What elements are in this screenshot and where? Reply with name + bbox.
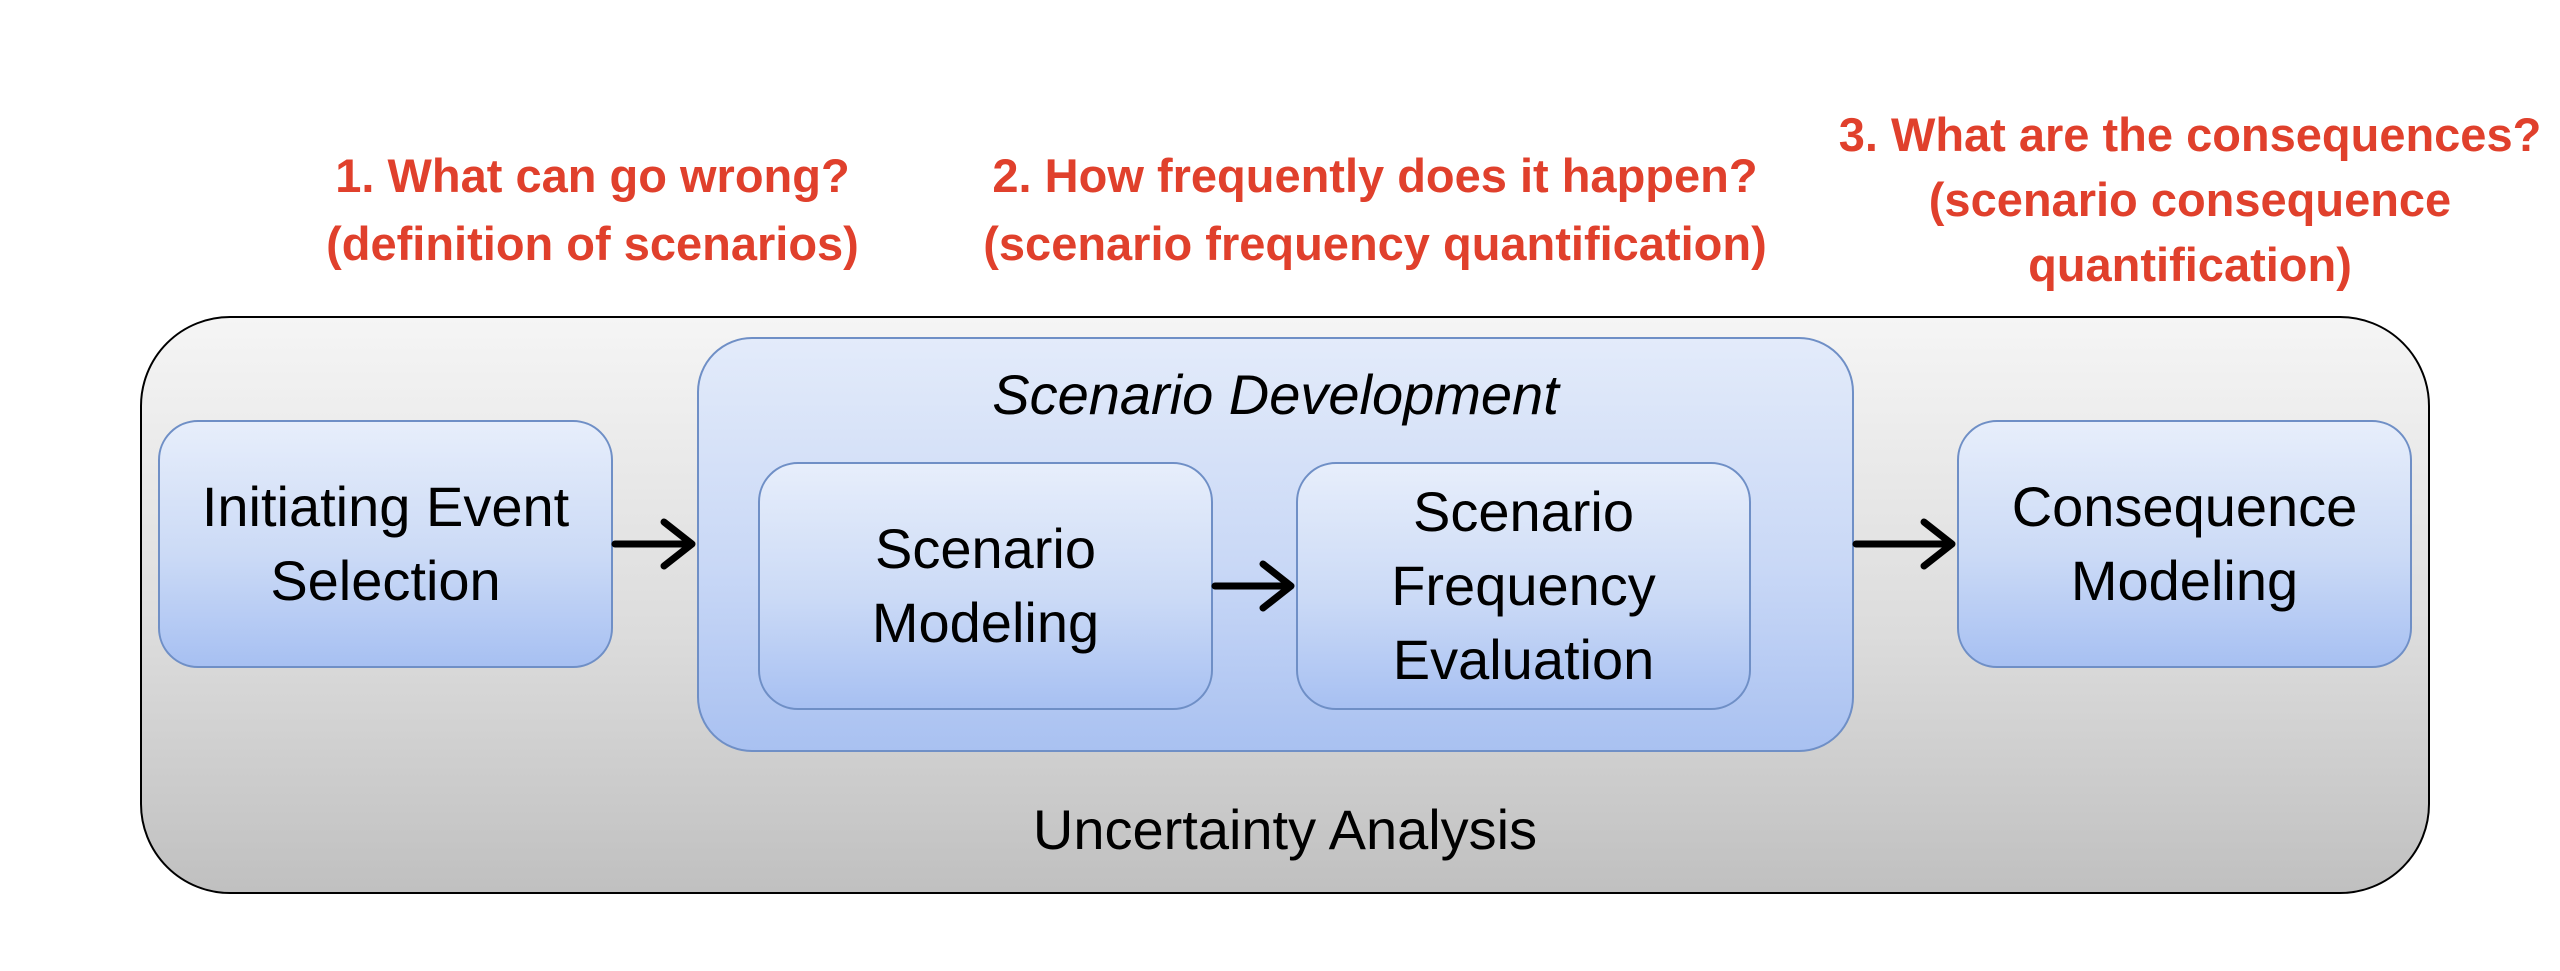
scenario-modeling-label: Scenario Modeling xyxy=(871,517,1100,654)
question-2-line-2: (scenario frequency quantification) xyxy=(983,217,1767,270)
scenario-development-title: Scenario Development xyxy=(992,363,1559,426)
initiating-event-selection-box: Initiating Event Selection xyxy=(158,420,613,668)
consequence-modeling-label: Consequence Modeling xyxy=(2011,475,2358,612)
initiating-event-selection-label: Initiating Event Selection xyxy=(201,475,570,612)
question-1-line-2: (definition of scenarios) xyxy=(326,217,859,270)
question-consequences: 3. What are the consequences? (scenario … xyxy=(1835,102,2545,297)
question-3-line-2: (scenario consequence xyxy=(1928,173,2452,226)
question-1-line-1: 1. What can go wrong? xyxy=(335,149,850,202)
consequence-modeling-box: Consequence Modeling xyxy=(1957,420,2412,668)
scenario-frequency-evaluation-box: Scenario Frequency Evaluation xyxy=(1296,462,1751,710)
question-3-line-1: 3. What are the consequences? xyxy=(1838,108,2542,161)
scenario-modeling-box: Scenario Modeling xyxy=(758,462,1213,710)
uncertainty-analysis-label: Uncertainty Analysis xyxy=(1032,798,1538,861)
question-3-line-3: quantification) xyxy=(2028,238,2352,291)
question-2-line-1: 2. How frequently does it happen? xyxy=(992,149,1758,202)
question-how-frequently: 2. How frequently does it happen? (scena… xyxy=(975,142,1775,278)
question-what-can-go-wrong: 1. What can go wrong? (definition of sce… xyxy=(320,142,865,278)
scenario-frequency-evaluation-label: Scenario Frequency Evaluation xyxy=(1391,480,1656,691)
